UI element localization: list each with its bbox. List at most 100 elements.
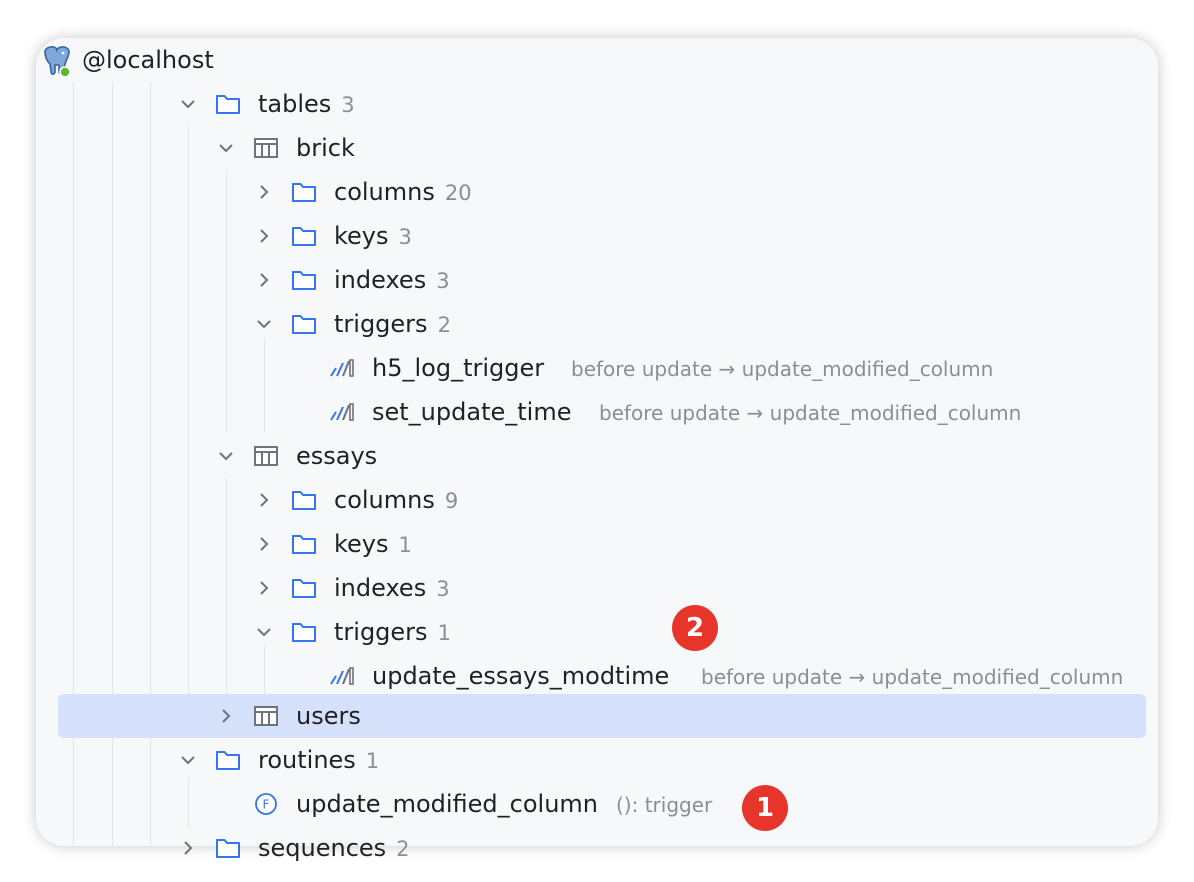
chevron-down-icon[interactable]	[179, 95, 197, 113]
tree-guide-line	[264, 646, 265, 696]
tree-node-keys[interactable]: keys 3	[36, 214, 1158, 258]
node-label: columns	[334, 486, 435, 514]
folder-icon	[291, 224, 317, 248]
node-count: 2	[396, 837, 410, 861]
tree-guide-line	[112, 82, 113, 846]
chevron-right-icon[interactable]	[255, 271, 273, 289]
node-label: triggers	[334, 618, 428, 646]
tree-guide-line	[226, 170, 227, 432]
folder-icon	[215, 92, 241, 116]
folder-icon	[291, 576, 317, 600]
node-count: 3	[398, 225, 412, 249]
chevron-down-icon[interactable]	[217, 447, 235, 465]
node-count: 3	[341, 93, 355, 117]
node-count: 9	[444, 489, 459, 513]
chevron-right-icon[interactable]	[217, 707, 235, 725]
chevron-right-icon[interactable]	[255, 491, 273, 509]
folder-icon	[215, 836, 241, 860]
trigger-icon	[329, 356, 355, 380]
tree-guide-line	[188, 778, 189, 828]
tree-guide-line	[150, 82, 151, 846]
folder-icon	[291, 620, 317, 644]
database-explorer-panel: @localhost tables 3 brick columns 20 keys 3…	[36, 38, 1158, 862]
tree-node-columns[interactable]: columns 9	[36, 478, 1158, 522]
node-label: tables	[258, 90, 332, 118]
svg-text:F: F	[263, 798, 270, 812]
node-label: sequences	[258, 834, 387, 862]
tree-node-columns[interactable]: columns 20	[36, 170, 1158, 214]
tree-node-trigger[interactable]: set_update_time before update → update_m…	[36, 390, 1158, 434]
tree-node-trigger[interactable]: update_essays_modtime before update → up…	[36, 654, 1158, 698]
node-label: users	[296, 702, 361, 730]
node-label: update_modified_column	[296, 790, 598, 818]
folder-icon	[291, 268, 317, 292]
node-count: 1	[437, 621, 451, 645]
node-label: essays	[296, 442, 378, 470]
function-icon: F	[253, 792, 279, 816]
node-label: columns	[334, 178, 435, 206]
chevron-down-icon[interactable]	[255, 315, 273, 333]
folder-icon	[291, 488, 317, 512]
tree-node-table-users[interactable]: users	[36, 694, 1158, 738]
chevron-down-icon[interactable]	[179, 751, 197, 769]
tree-node-tables[interactable]: tables 3	[36, 82, 1158, 126]
chevron-right-icon[interactable]	[255, 579, 273, 597]
chevron-right-icon[interactable]	[255, 183, 273, 201]
table-icon	[253, 444, 279, 468]
tree-guide-line	[264, 338, 265, 432]
connection-label: @localhost	[82, 46, 214, 74]
folder-icon	[215, 748, 241, 772]
chevron-right-icon[interactable]	[255, 227, 273, 245]
node-label: update_essays_modtime	[372, 662, 670, 690]
tree-node-trigger[interactable]: h5_log_trigger before update → update_mo…	[36, 346, 1158, 390]
chevron-right-icon[interactable]	[255, 535, 273, 553]
function-signature: (): trigger	[616, 793, 713, 817]
node-label: h5_log_trigger	[372, 354, 545, 382]
node-count: 3	[436, 577, 450, 601]
tree-node-function[interactable]: F update_modified_column (): trigger	[36, 782, 1158, 826]
trigger-detail: before update → update_modified_column	[571, 357, 994, 381]
tree-guide-line	[73, 82, 74, 846]
tree-node-keys[interactable]: keys 1	[36, 522, 1158, 566]
table-icon	[253, 136, 279, 160]
node-label: set_update_time	[372, 398, 572, 426]
tree-node-triggers[interactable]: triggers 2	[36, 302, 1158, 346]
tree-node-routines[interactable]: routines 1	[36, 738, 1158, 782]
chevron-down-icon[interactable]	[255, 623, 273, 641]
node-label: indexes	[334, 574, 427, 602]
node-label: keys	[334, 222, 389, 250]
tree-node-table-brick[interactable]: brick	[36, 126, 1158, 170]
node-label: indexes	[334, 266, 427, 294]
trigger-detail: before update → update_modified_column	[701, 665, 1124, 689]
tree-root-localhost[interactable]: @localhost	[36, 38, 1158, 82]
node-count: 2	[437, 313, 451, 337]
tree-node-triggers[interactable]: triggers 1	[36, 610, 1158, 654]
node-label: brick	[296, 134, 355, 162]
tree-guide-line	[188, 126, 189, 696]
node-count: 20	[444, 181, 472, 205]
table-icon	[253, 704, 279, 728]
tree-node-indexes[interactable]: indexes 3	[36, 258, 1158, 302]
node-count: 3	[436, 269, 450, 293]
node-label: keys	[334, 530, 389, 558]
tree-node-table-essays[interactable]: essays	[36, 434, 1158, 478]
tree-node-indexes[interactable]: indexes 3	[36, 566, 1158, 610]
postgresql-elephant-icon	[44, 46, 71, 78]
node-count: 1	[365, 749, 380, 773]
trigger-icon	[329, 664, 355, 688]
folder-icon	[291, 312, 317, 336]
node-label: triggers	[334, 310, 428, 338]
chevron-down-icon[interactable]	[217, 139, 235, 157]
trigger-detail: before update → update_modified_column	[599, 401, 1022, 425]
trigger-icon	[329, 400, 355, 424]
chevron-right-icon[interactable]	[179, 839, 197, 857]
annotation-badge-2: 2	[672, 605, 718, 651]
tree-node-sequences[interactable]: sequences 2	[36, 826, 1158, 870]
annotation-badge-1: 1	[742, 785, 788, 831]
tree-guide-line	[226, 478, 227, 696]
folder-icon	[291, 532, 317, 556]
folder-icon	[291, 180, 317, 204]
selection-highlight	[58, 694, 1146, 738]
node-count: 1	[398, 533, 412, 557]
node-label: routines	[258, 746, 356, 774]
